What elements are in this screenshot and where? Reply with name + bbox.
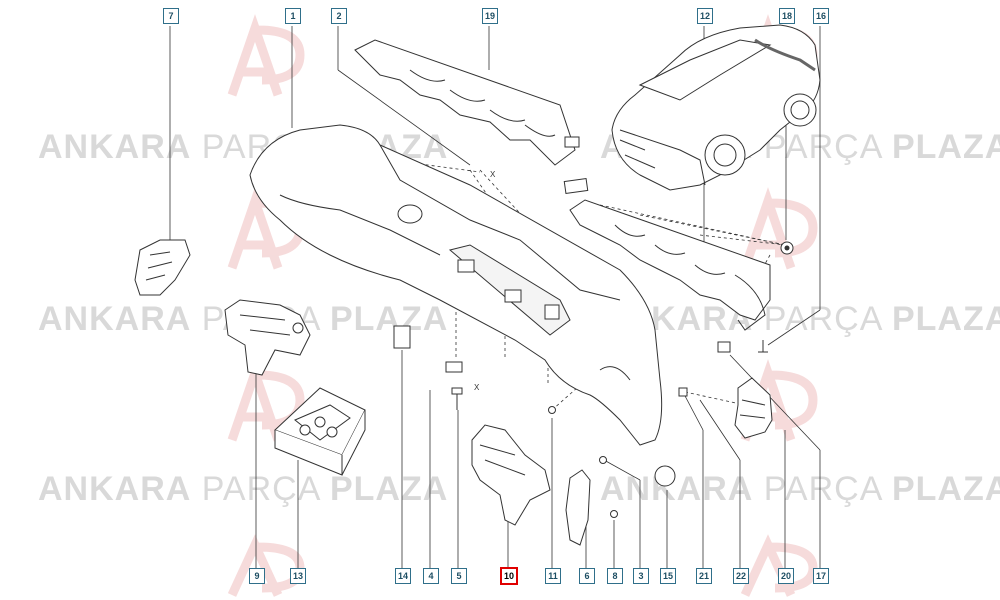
callout-17[interactable]: 17 [813,568,829,584]
callout-21[interactable]: 21 [696,568,712,584]
callout-4[interactable]: 4 [423,568,439,584]
callout-16[interactable]: 16 [813,8,829,24]
car-illustration [611,24,821,191]
callout-13[interactable]: 13 [290,568,306,584]
watermark-row-bottom: ANKARA PARÇA PLAZA [38,470,449,508]
callout-22[interactable]: 22 [733,568,749,584]
part-15-cap [654,465,676,487]
callout-1[interactable]: 1 [285,8,301,24]
logo-watermark-4 [740,187,818,270]
callout-2[interactable]: 2 [331,8,347,24]
part-8-screw [610,510,618,518]
part-16-screw [758,340,768,353]
fastener-mark-x-2: X [490,170,496,179]
callout-11[interactable]: 11 [545,568,561,584]
part-12-lower-retainer [569,199,771,331]
part-21-clip [678,387,688,397]
part-11-screw [548,406,556,414]
part-clip-near-19 [564,136,580,148]
callout-14[interactable]: 14 [395,568,411,584]
part-14-clip [393,325,411,349]
part-17-clip [717,341,731,353]
callout-5[interactable]: 5 [451,568,467,584]
part-10-bracket [471,424,551,526]
leader-lines [169,26,821,568]
part-19-retainer [354,39,576,166]
part-13-fastener-box [274,387,366,476]
part-1-rear-bumper [249,124,663,446]
part-clip-small [563,177,589,195]
part-9-bracket [224,299,311,376]
callout-20[interactable]: 20 [778,568,794,584]
callout-3[interactable]: 3 [633,568,649,584]
fastener-mark-x-1: X [474,383,480,392]
logo-watermark-1 [227,14,305,97]
callout-10-highlighted[interactable]: 10 [500,567,518,585]
callout-9[interactable]: 9 [249,568,265,584]
part-6-bracket [565,469,591,546]
part-3-screw [599,456,607,464]
callout-15[interactable]: 15 [660,568,676,584]
part-7-side-bracket [134,239,191,296]
part-4-nut [445,361,463,373]
callout-7[interactable]: 7 [163,8,179,24]
callout-8[interactable]: 8 [607,568,623,584]
part-5-bolt [451,387,463,410]
callout-6[interactable]: 6 [579,568,595,584]
part-20-corner-bracket [734,377,773,439]
callout-18[interactable]: 18 [779,8,795,24]
part-18-nut [780,241,794,255]
callout-12[interactable]: 12 [697,8,713,24]
callout-19[interactable]: 19 [482,8,498,24]
watermark-row-bottom-right: ANKARA PARÇA PLAZA [600,470,1000,508]
